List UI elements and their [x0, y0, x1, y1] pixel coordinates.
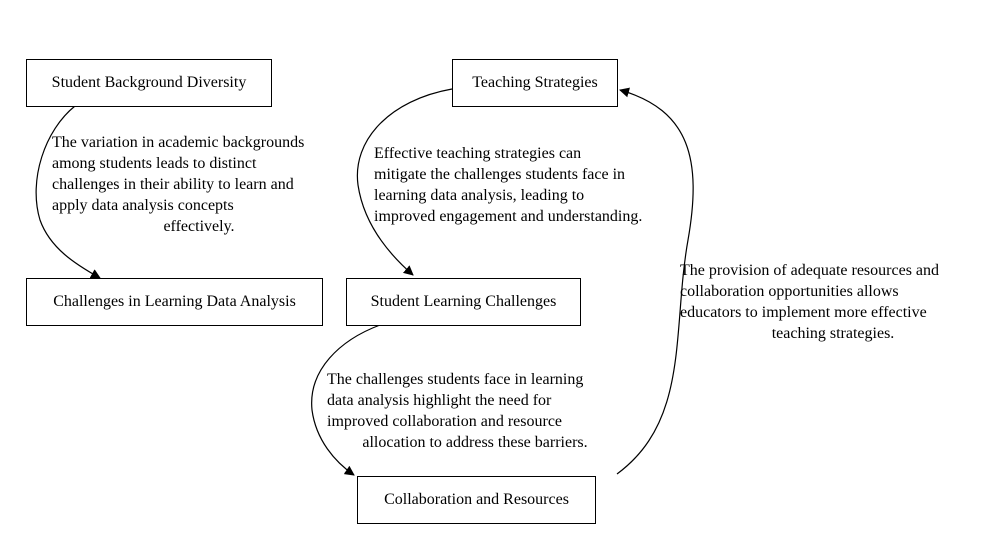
- edge-label-line: collaboration opportunities allows: [680, 283, 899, 300]
- edge-label-line: challenges in their ability to learn and: [52, 176, 294, 193]
- edge-learning-to-collaboration: [311, 324, 381, 476]
- edge-label-line: educators to implement more effective: [680, 304, 927, 321]
- edge-label-line: data analysis highlight the need for: [327, 392, 552, 409]
- edge-label-teaching-to-learning: Effective teaching strategies can mitiga…: [374, 143, 684, 227]
- edge-label-background-to-challenges: The variation in academic backgrounds am…: [52, 132, 346, 237]
- edge-label-line: improved collaboration and resource: [327, 413, 563, 430]
- edge-label-line: among students leads to distinct: [52, 155, 257, 172]
- node-teaching-strategies: Teaching Strategies: [452, 59, 618, 107]
- edge-label-line: The variation in academic backgrounds: [52, 134, 305, 151]
- edge-label-line: effectively.: [163, 218, 235, 235]
- edge-background-to-challenges: [35, 105, 101, 279]
- node-challenges-learning-data-analysis: Challenges in Learning Data Analysis: [26, 278, 323, 326]
- node-student-background-diversity: Student Background Diversity: [26, 59, 272, 107]
- edge-label-learning-to-collaboration: The challenges students face in learning…: [327, 369, 623, 453]
- node-label: Student Learning Challenges: [370, 293, 557, 310]
- node-label: Collaboration and Resources: [384, 491, 569, 508]
- node-label: Student Background Diversity: [51, 74, 247, 91]
- edge-teaching-to-learning: [356, 88, 453, 276]
- edge-label-collaboration-to-teaching: The provision of adequate resources and …: [680, 260, 986, 344]
- edge-label-line: teaching strategies.: [771, 325, 895, 342]
- edge-label-line: Effective teaching strategies can: [374, 145, 582, 162]
- edge-label-line: The challenges students face in learning: [327, 371, 584, 388]
- edge-label-line: mitigate the challenges students face in: [374, 166, 626, 183]
- node-label: Teaching Strategies: [472, 74, 598, 91]
- edge-label-line: apply data analysis concepts: [52, 197, 234, 214]
- node-student-learning-challenges: Student Learning Challenges: [346, 278, 581, 326]
- node-label: Challenges in Learning Data Analysis: [53, 293, 296, 310]
- edge-label-line: learning data analysis, leading to: [374, 187, 585, 204]
- edge-label-line: The provision of adequate resources and: [680, 262, 940, 279]
- edge-label-line: improved engagement and understanding.: [374, 208, 643, 225]
- node-collaboration-and-resources: Collaboration and Resources: [357, 476, 596, 524]
- edge-collaboration-to-teaching: [616, 87, 694, 475]
- edge-label-line: allocation to address these barriers.: [362, 434, 588, 451]
